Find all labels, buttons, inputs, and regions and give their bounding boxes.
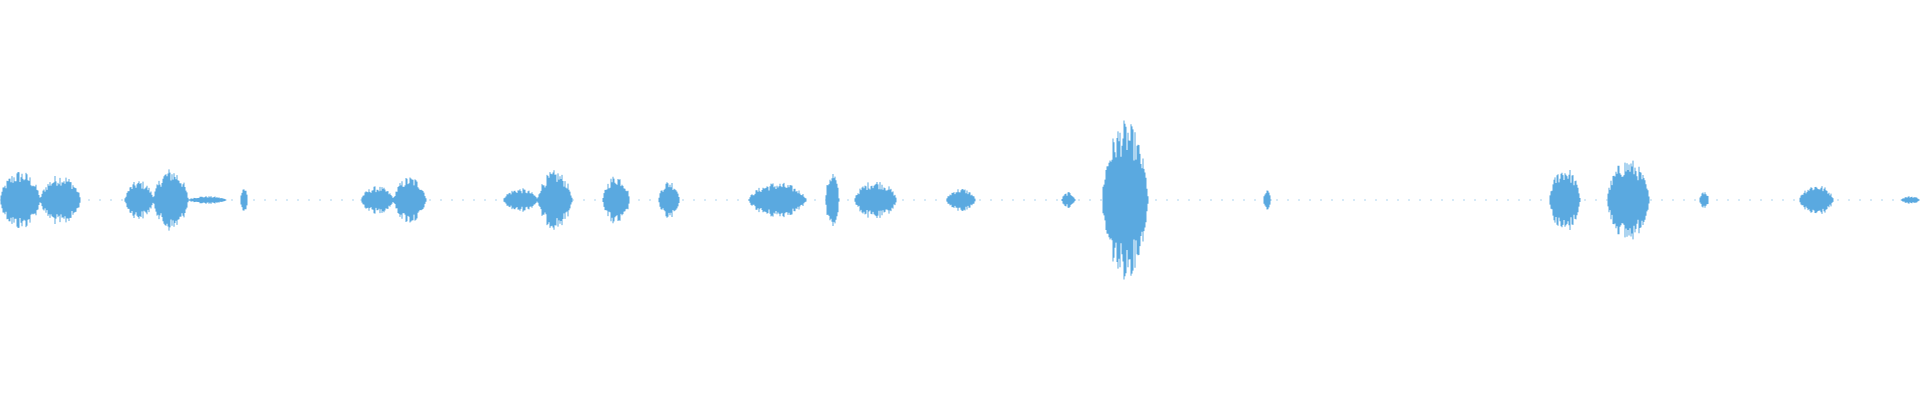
waveform-segment [1263, 190, 1272, 210]
waveform-segment [1061, 192, 1076, 208]
waveform-segment [0, 172, 41, 228]
waveform-segment [1900, 196, 1920, 204]
waveform-segment [40, 176, 81, 224]
waveform-segment [825, 174, 840, 226]
waveform-segment [153, 169, 189, 231]
waveform-segment [124, 181, 154, 219]
waveform-segment [1549, 170, 1581, 230]
waveform-segment [946, 189, 976, 211]
waveform-segment [360, 186, 394, 214]
waveform-segment [602, 176, 630, 224]
waveform-segment [537, 170, 573, 230]
waveform-segment [188, 196, 227, 204]
waveform-segment [1607, 160, 1650, 240]
waveform-segment [854, 182, 897, 218]
waveform-segment [1699, 192, 1709, 208]
waveform-segment [1102, 120, 1149, 280]
waveform-segment [658, 182, 680, 218]
waveform-segment [1799, 186, 1834, 214]
waveform-segment [393, 177, 427, 223]
waveform-segment [240, 189, 248, 211]
waveform-segment [503, 188, 538, 212]
waveform-segment [748, 182, 807, 218]
